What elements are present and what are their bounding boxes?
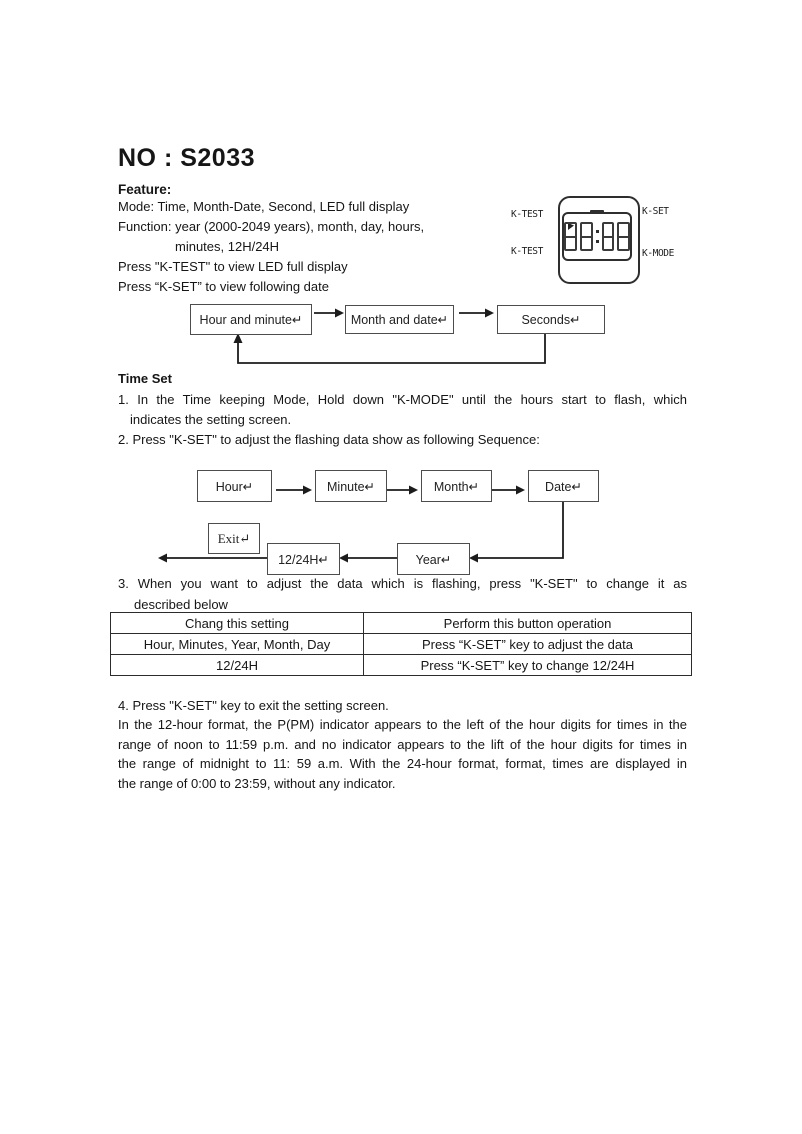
flow-box-12-24h: 12/24H↵ [267,543,340,575]
table-row: 12/24H Press “K-SET” key to change 12/24… [110,654,692,676]
flow-box-exit: Exit↵ [208,523,260,554]
table-cell: Press “K-SET” key to change 12/24H [363,654,692,676]
sequence-flow-diagram: Hour↵ Minute↵ Month↵ Date↵ Exit↵ 12/24H↵… [118,465,688,577]
flow-box-year: Year↵ [397,543,470,575]
feature-heading: Feature: [118,182,172,197]
display-tab [590,210,604,214]
feature-line: Mode: Time, Month-Date, Second, LED full… [118,199,410,214]
feature-line: Press "K-TEST" to view LED full display [118,259,348,274]
format-note-paragraph: In the 12-hour format, the P(PM) indicat… [118,715,687,793]
step-1-line-1: 1. In the Time keeping Mode, Hold down "… [118,392,687,407]
paragraph-line: range of noon to 11:59 p.m. and no indic… [118,736,687,752]
step-4: 4. Press "K-SET" key to exit the setting… [118,698,389,713]
feature-line: Function: year (2000-2049 years), month,… [118,219,425,234]
time-set-heading: Time Set [118,371,172,386]
flow-box-month-and-date: Month and date↵ [345,305,454,334]
colon-separator [595,230,599,243]
seven-segment-digit [579,222,593,251]
seven-segment-digit [617,222,630,251]
flow-box-month: Month↵ [421,470,492,502]
feature-line: Press “K-SET” to view following date [118,279,329,294]
table-header-cell: Chang this setting [110,612,364,634]
led-display [562,210,632,261]
table-cell: Hour, Minutes, Year, Month, Day [110,633,364,655]
clock-device-diagram: K-TEST K-SET K-TEST K-MODE [505,193,695,289]
feature-section: Feature: Mode: Time, Month-Date, Second,… [118,182,424,297]
flow-box-seconds: Seconds↵ [497,305,605,334]
key-label-k-test-bottom: K-TEST [511,246,543,257]
step-3-line-2: described below [134,597,228,612]
feature-line: minutes, 12H/24H [175,239,280,254]
seven-segment-digit [601,222,615,251]
key-label-k-test-top: K-TEST [511,209,543,220]
key-label-k-set: K-SET [642,206,669,217]
page-title: NO : S2033 [118,144,256,172]
table-header-cell: Perform this button operation [363,612,692,634]
table-header-row: Chang this setting Perform this button o… [110,612,692,634]
settings-table: Chang this setting Perform this button o… [110,612,692,676]
table-cell: Press “K-SET” key to adjust the data [363,633,692,655]
paragraph-line: the range of 0:00 to 23:59, without any … [118,775,396,791]
pm-indicator-icon [568,223,574,230]
mode-flow-diagram: Hour and minute↵ Month and date↵ Seconds… [118,300,688,372]
mode-flow-arrows [233,308,546,364]
flow-box-hour: Hour↵ [197,470,272,502]
key-label-k-mode: K-MODE [642,248,674,259]
seven-segment-digit [564,222,577,251]
device-casing [558,196,640,284]
table-cell: 12/24H [110,654,364,676]
sequence-flow-arrows [158,485,564,563]
paragraph-line: In the 12-hour format, the P(PM) indicat… [118,717,687,732]
step-1-line-2: indicates the setting screen. [130,412,292,427]
step-2: 2. Press "K-SET" to adjust the flashing … [118,432,540,447]
step-3-line-1: 3. When you want to adjust the data whic… [118,576,687,591]
flow-box-date: Date↵ [528,470,599,502]
paragraph-line: the range of midnight to 11: 59 a.m. Wit… [118,756,687,771]
flow-box-minute: Minute↵ [315,470,387,502]
table-row: Hour, Minutes, Year, Month, Day Press “K… [110,633,692,655]
flow-box-hour-and-minute: Hour and minute↵ [190,304,312,335]
